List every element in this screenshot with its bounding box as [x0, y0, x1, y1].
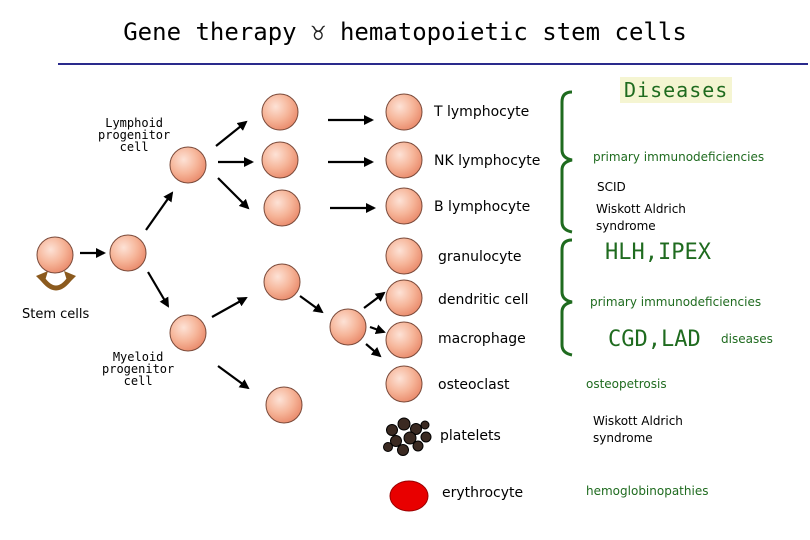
lineage-arrows	[80, 115, 386, 390]
arrow-myeloid-up	[211, 297, 248, 318]
disease-hemoglobinopathies: hemoglobinopathies	[586, 484, 709, 498]
dendritic-cell	[385, 279, 423, 317]
t-lymphocyte-cell	[385, 93, 423, 131]
lymphoid-progenitor-cell	[169, 146, 207, 184]
lymphoid-line-1: Lymphoid	[105, 116, 164, 130]
diseases-heading: Diseases	[620, 77, 733, 103]
label-dendritic-cell: dendritic cell	[438, 292, 529, 308]
disease-wiskott-aldrich-2: Wiskott Aldrich syndrome	[593, 413, 683, 447]
nk-precursor-cell	[261, 141, 299, 179]
wiskott-1-line-2: syndrome	[596, 219, 656, 233]
disease-osteopetrosis: osteopetrosis	[586, 377, 667, 391]
cells	[36, 93, 423, 424]
myeloid-line-1: Myeloid	[112, 350, 164, 364]
label-t-lymphocyte: T lymphocyte	[434, 104, 530, 120]
arrow-to-myeloid	[147, 271, 170, 308]
arrow-lymphoid-down	[217, 177, 250, 210]
label-macrophage: macrophage	[438, 331, 526, 347]
erythrocyte-cell	[389, 480, 429, 512]
wiskott-2-line-1: Wiskott Aldrich	[593, 414, 683, 428]
lymphoid-line-3: cell	[119, 140, 149, 154]
disease-scid: SCID	[597, 180, 626, 194]
self-renewal-arrow	[36, 271, 76, 291]
wiskott-1-line-1: Wiskott Aldrich	[596, 202, 686, 216]
disease-primary-immunodeficiencies-1: primary immunodeficiencies	[593, 150, 765, 164]
lymphoid-progenitor-label: Lymphoid progenitor cell	[98, 117, 170, 153]
myeloid-precursor-upper	[263, 263, 301, 301]
t-precursor-cell	[261, 93, 299, 131]
b-precursor-cell	[263, 189, 301, 227]
arrow-myeloid-to-mono	[299, 295, 324, 314]
osteoclast-cell	[385, 365, 423, 403]
lymphoid-line-2: progenitor	[98, 128, 171, 142]
b-lymphocyte-cell	[385, 187, 423, 225]
stem-cell	[36, 236, 74, 274]
label-nk-lymphocyte: NK lymphocyte	[434, 153, 541, 169]
arrow-to-osteoclast	[365, 343, 382, 358]
disease-hlh-ipex: HLH,IPEX	[605, 240, 711, 265]
monocyte-cell	[329, 308, 367, 346]
arrow-to-dendritic	[363, 291, 386, 309]
nk-lymphocyte-cell	[385, 141, 423, 179]
platelets-cluster	[383, 417, 432, 456]
arrow-myeloid-down	[217, 365, 250, 390]
wiskott-2-line-2: syndrome	[593, 431, 653, 445]
disease-brackets	[560, 90, 573, 357]
arrow-lymphoid-up	[215, 120, 248, 147]
title-text-end: hematopoietic stem cells	[339, 18, 687, 46]
disease-cgd-lad-suffix: diseases	[721, 332, 773, 346]
label-platelets: platelets	[440, 428, 501, 444]
label-b-lymphocyte: B lymphocyte	[434, 199, 531, 215]
myeloid-line-3: cell	[123, 374, 153, 388]
label-erythrocyte: erythrocyte	[442, 485, 524, 501]
granulocyte-cell	[385, 237, 423, 275]
myeloid-progenitor-label: Myeloid progenitor cell	[102, 351, 174, 387]
disease-primary-immunodeficiencies-2: primary immunodeficiencies	[590, 295, 762, 309]
title-divider	[58, 63, 808, 65]
myeloid-progenitor-cell	[169, 314, 207, 352]
disease-wiskott-aldrich-1: Wiskott Aldrich syndrome	[596, 201, 686, 235]
title-text-start: Gene therapy	[123, 18, 297, 46]
stem-cells-label: Stem cells	[22, 307, 90, 322]
label-granulocyte: granulocyte	[438, 249, 522, 265]
gamma-symbol: ♉	[311, 18, 326, 46]
disease-cgd-lad: CGD,LAD	[608, 327, 701, 352]
page-title: Gene therapy ♉ hematopoietic stem cells	[0, 18, 810, 46]
common-progenitor-cell	[109, 234, 147, 272]
macrophage-cell	[385, 321, 423, 359]
myeloid-line-2: progenitor	[102, 362, 175, 376]
myeloid-precursor-lower	[265, 386, 303, 424]
arrow-to-lymphoid	[145, 191, 174, 231]
label-osteoclast: osteoclast	[438, 377, 510, 393]
arrow-to-macrophage	[369, 324, 386, 335]
